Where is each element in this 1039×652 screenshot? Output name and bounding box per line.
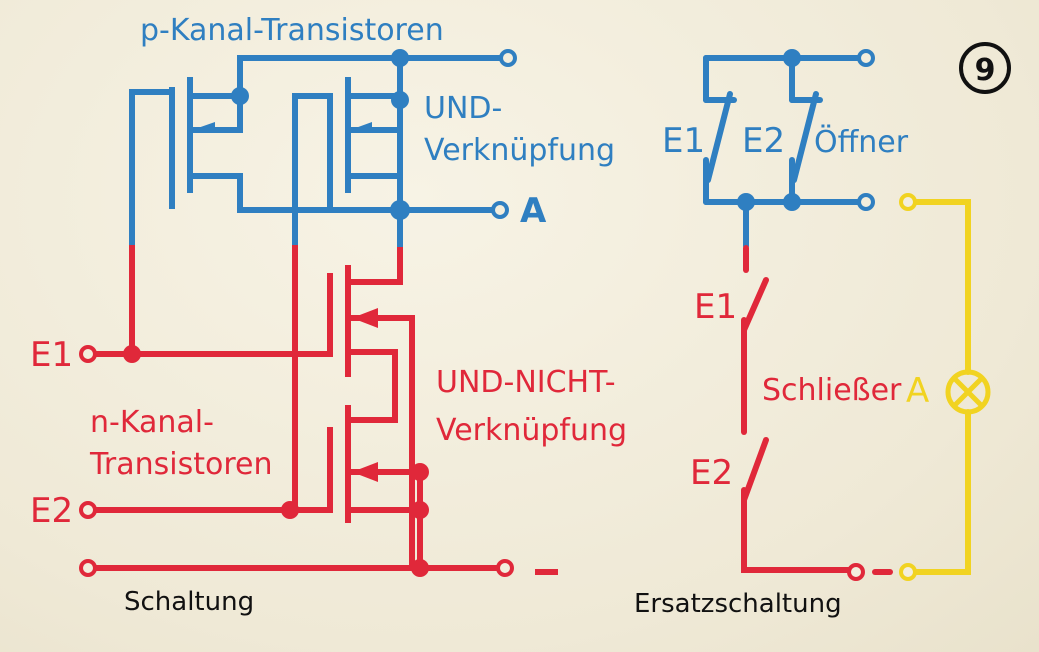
- figure-number-badge: 9: [959, 42, 1011, 94]
- minus-label: -: [536, 553, 547, 588]
- opener-e2-label: E2: [742, 121, 785, 161]
- opener-junctions: [737, 49, 801, 211]
- closer-e2-label: E2: [690, 453, 733, 493]
- opener-terminals: [857, 49, 875, 211]
- lamp-circuit: [911, 199, 971, 575]
- p-channel-arrow-2: [350, 122, 372, 138]
- input-e1-label: E1: [30, 335, 73, 375]
- n-channel-terminals: [79, 345, 514, 577]
- closer-e1-label: E1: [694, 287, 737, 327]
- figure-number: 9: [975, 53, 996, 88]
- and-label-line2: Verknüpfung: [424, 133, 615, 168]
- p-channel-junctions: [231, 49, 410, 220]
- n-channel-label-line1: n-Kanal-: [90, 405, 214, 440]
- closer-label: Schließer: [762, 373, 902, 408]
- p-channel-arrow-1: [192, 122, 215, 138]
- nand-label-line2: Verknüpfung: [436, 413, 627, 448]
- p-channel-label: p-Kanal-Transistoren: [140, 13, 444, 48]
- opener-label: Öffner: [814, 124, 909, 160]
- opener-switches: [703, 55, 865, 249]
- closer-terminal: [847, 563, 865, 581]
- and-label-line1: UND-: [424, 91, 502, 126]
- lamp-icon: [945, 369, 991, 415]
- n-channel-junctions: [123, 345, 429, 577]
- output-a-label: A: [520, 191, 547, 231]
- lamp-a-label: A: [906, 371, 929, 411]
- n-channel-arrow-2: [352, 462, 378, 482]
- closer-switches: [741, 245, 893, 575]
- n-channel-arrow-1: [352, 308, 378, 328]
- n-channel-label-line2: Transistoren: [89, 447, 273, 482]
- p-channel-terminals: [491, 49, 517, 219]
- lamp-terminals: [899, 193, 917, 581]
- nand-label-line1: UND-NICHT-: [436, 365, 616, 400]
- opener-e1-label: E1: [662, 121, 705, 161]
- input-e2-label: E2: [30, 491, 73, 531]
- circuit-caption: Schaltung: [124, 587, 254, 617]
- equivalent-caption: Ersatzschaltung: [634, 589, 842, 619]
